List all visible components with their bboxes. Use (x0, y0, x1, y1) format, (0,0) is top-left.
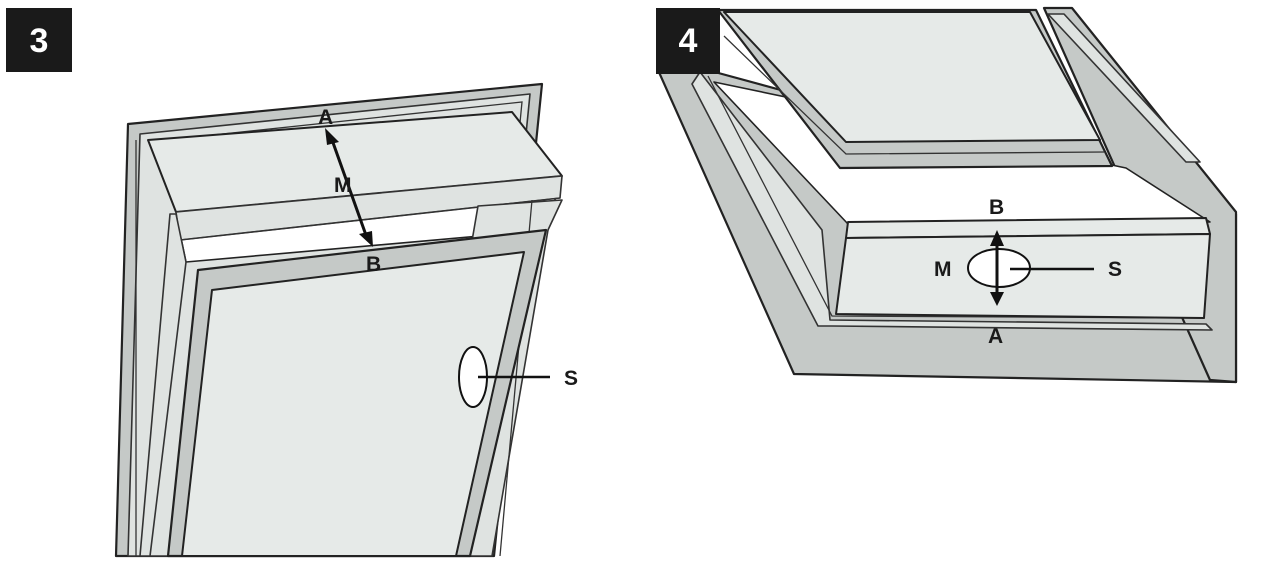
panel-4: 4 B M S A (656, 6, 1238, 384)
panel-3-label-box (6, 8, 72, 72)
inner-frame-4 (691, 71, 1213, 331)
panel-4-label-box (656, 8, 720, 74)
panel-3-label: 3 (30, 22, 49, 60)
callout-m-4: M (934, 258, 952, 281)
callout-s-4: S (1108, 258, 1122, 281)
callout-m: M (334, 174, 352, 197)
screen-panel-4 (723, 11, 1101, 143)
left-jamb (139, 213, 187, 557)
callout-s: S (564, 367, 578, 390)
callout-a: A (318, 106, 333, 129)
callout-b-4: B (989, 196, 1004, 219)
callout-b: B (366, 253, 381, 276)
callout-a-4: A (988, 325, 1003, 348)
panel-3: 3 A M B S (6, 8, 578, 558)
screen-panel (181, 251, 525, 557)
panel-4-label: 4 (679, 22, 698, 60)
